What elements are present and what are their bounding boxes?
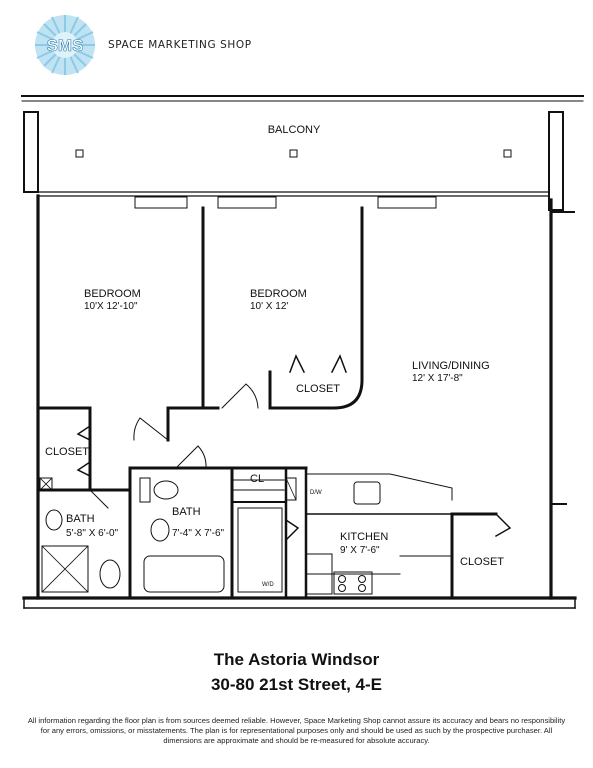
- bath2-sink: [150, 518, 170, 542]
- label-closet1: CLOSET: [45, 446, 89, 458]
- floor-plan: BALCONY BEDROOM 10'X 12'-10" BEDROOM 10'…: [21, 95, 584, 609]
- brand-name: SPACE MARKETING SHOP: [108, 39, 252, 51]
- door-bath1: [89, 489, 109, 509]
- label-bedroom2: BEDROOM: [250, 288, 307, 300]
- building-address: 30-80 21st Street, 4-E: [210, 675, 383, 694]
- door-closet1-top: [76, 424, 92, 442]
- balcony-post-right: [548, 111, 564, 211]
- label-bath1: BATH: [66, 513, 95, 525]
- label-cl: CL: [250, 473, 264, 485]
- door-closet3: [494, 512, 512, 538]
- kitchen-sink: [353, 481, 381, 505]
- label-balcony: BALCONY: [268, 124, 321, 136]
- window-living: [377, 196, 437, 209]
- wall-bedroom2-living: [268, 206, 364, 410]
- door-bedroom1: [133, 417, 169, 441]
- kitchen-counter-angled: [305, 473, 453, 501]
- door-closet2-left: [289, 354, 306, 374]
- label-kitchen: KITCHEN: [340, 531, 388, 543]
- bath1-sink: [45, 509, 63, 531]
- logo-text: SMS: [47, 36, 84, 55]
- door-bedroom2: [221, 383, 259, 409]
- label-bath2: BATH: [172, 506, 201, 518]
- door-closet2-right: [330, 354, 347, 374]
- label-closet2: CLOSET: [296, 383, 340, 395]
- bath2-toilet: [153, 480, 179, 500]
- bath2-tub: [143, 555, 225, 593]
- balcony-post-left: [23, 111, 39, 193]
- dims-bedroom2: 10' X 12': [250, 301, 288, 312]
- bath1-toilet: [99, 559, 121, 589]
- dims-bath2: 7'-4" X 7'-6": [172, 528, 225, 539]
- door-closet1-bottom: [76, 460, 92, 478]
- dims-living: 12' X 17'-8": [412, 373, 463, 384]
- window-bedroom1: [134, 196, 188, 209]
- sms-logo: SMS: [35, 15, 95, 75]
- dims-kitchen: 9' X 7'-6": [340, 545, 380, 556]
- building-name: The Astoria Windsor: [213, 650, 380, 669]
- bath1-shower: [41, 545, 89, 593]
- dims-bedroom1: 10'X 12'-10": [84, 301, 138, 312]
- dims-bath1: 5'-8" X 6'-0": [66, 528, 119, 539]
- outlet-icon: [75, 149, 84, 158]
- label-living: LIVING/DINING: [412, 360, 490, 372]
- label-bedroom1: BEDROOM: [84, 288, 141, 300]
- door-bath2: [175, 445, 207, 469]
- outlet-icon: [503, 149, 512, 158]
- disclaimer-text: All information regarding the floor plan…: [27, 716, 566, 745]
- refrigerator: [305, 553, 333, 595]
- label-washer-dryer: W/D: [262, 582, 274, 588]
- outlet-icon: [289, 149, 298, 158]
- label-closet3: CLOSET: [460, 556, 504, 568]
- stove: [333, 571, 373, 595]
- window-bedroom2: [217, 196, 277, 209]
- label-dishwasher: D/W: [310, 490, 322, 496]
- washer-dryer: [237, 507, 283, 593]
